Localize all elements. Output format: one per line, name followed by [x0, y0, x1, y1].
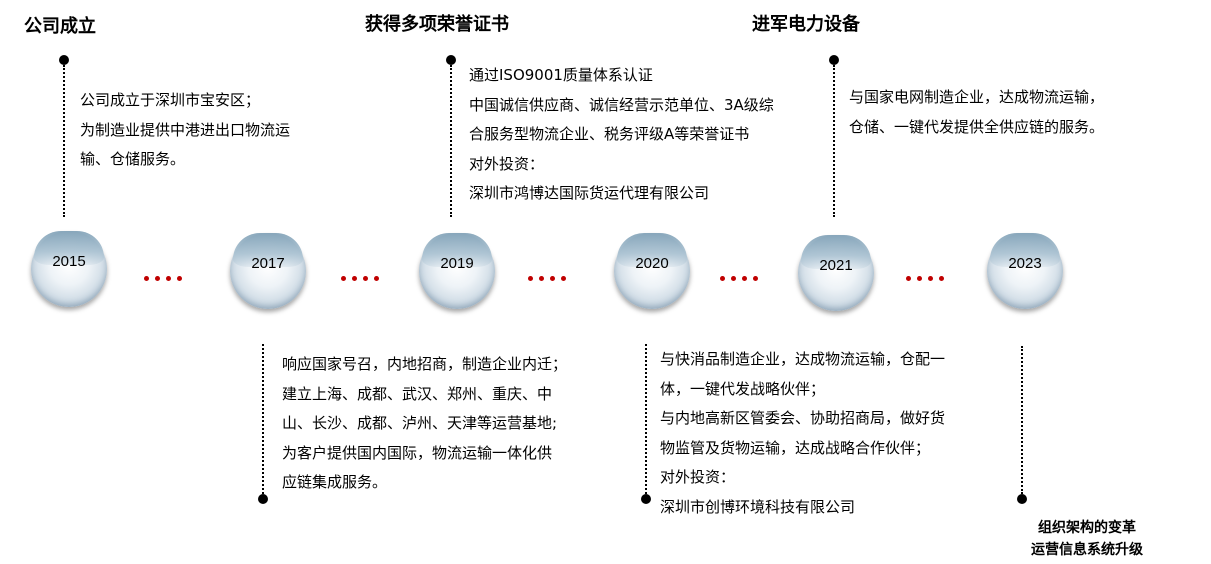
text-line: 输、仓储服务。 — [80, 150, 186, 168]
timeline-dots — [341, 276, 379, 281]
text-line: 对外投资： — [469, 154, 545, 173]
text-line: 体，一键代发战略伙伴； — [660, 379, 826, 398]
text-line: 仓储、一键代发提供全供应链的服务。 — [849, 117, 1105, 136]
connector-dot-2015 — [59, 55, 69, 65]
connector-line-2019 — [450, 65, 452, 217]
year-node-2015: 2015 — [31, 231, 107, 307]
timeline-dots — [906, 276, 944, 281]
text-line: 对外投资： — [660, 468, 736, 486]
year-node-2017: 2017 — [230, 233, 306, 309]
connector-dot-2019 — [446, 55, 456, 65]
year-node-cap — [801, 235, 871, 269]
year-label: 2019 — [440, 255, 474, 272]
text-line: 与内地高新区管委会、协助招商局，做好货 — [660, 409, 946, 427]
text-line: 公司成立于深圳市宝安区； — [80, 91, 261, 109]
milestone-2023-title: 组织架构的变革 运营信息系统升级 — [1012, 517, 1162, 561]
year-node-cap — [34, 231, 104, 265]
text-line: 为客户提供国内国际，物流运输一体化供 — [282, 443, 553, 462]
year-node-cap — [617, 233, 687, 267]
text-line: 中国诚信供应商、诚信经营示范单位、3A级综 — [469, 95, 774, 114]
timeline-dots — [144, 276, 182, 281]
text-line: 通过ISO9001质量体系认证 — [469, 66, 653, 84]
connector-line-2015 — [63, 65, 65, 217]
connector-line-2020 — [645, 344, 647, 494]
text-line: 物监管及货物运输，达成战略合作伙伴； — [660, 438, 931, 457]
text-line: 与国家电网制造企业，达成物流运输， — [849, 88, 1105, 106]
milestone-2015-title: 公司成立 — [24, 16, 96, 37]
connector-line-2023 — [1021, 346, 1023, 494]
connector-dot-2021 — [829, 55, 839, 65]
year-node-cap — [233, 233, 303, 267]
text-line: 应链集成服务。 — [282, 473, 388, 491]
year-label: 2020 — [635, 255, 669, 272]
text-line: 响应国家号召，内地招商，制造企业内迁； — [282, 355, 568, 373]
year-node-2020: 2020 — [614, 233, 690, 309]
text-line: 深圳市鸿博达国际货运代理有限公司 — [469, 184, 710, 202]
milestone-2019-text: 通过ISO9001质量体系认证 中国诚信供应商、诚信经营示范单位、3A级综 合服… — [469, 61, 774, 209]
text-line: 山、长沙、成都、泸州、天津等运营基地; — [282, 414, 558, 432]
milestone-2015-text: 公司成立于深圳市宝安区； 为制造业提供中港进出口物流运 输、仓储服务。 — [80, 86, 290, 175]
year-node-cap — [422, 233, 492, 267]
year-node-2023: 2023 — [987, 233, 1063, 309]
milestone-2021-title: 进军电力设备 — [752, 14, 860, 35]
milestone-2017-text: 响应国家号召，内地招商，制造企业内迁； 建立上海、成都、武汉、郑州、重庆、中 山… — [282, 350, 567, 498]
timeline-dots — [528, 276, 566, 281]
milestone-2019-title: 获得多项荣誉证书 — [365, 14, 509, 35]
connector-line-2021 — [833, 65, 835, 217]
year-node-2019: 2019 — [419, 233, 495, 309]
milestone-2021-text: 与国家电网制造企业，达成物流运输， 仓储、一键代发提供全供应链的服务。 — [849, 83, 1104, 142]
text-line: 建立上海、成都、武汉、郑州、重庆、中 — [282, 384, 553, 403]
year-label: 2015 — [52, 253, 86, 270]
year-label: 2017 — [251, 255, 285, 272]
year-node-2021: 2021 — [798, 235, 874, 311]
year-label: 2021 — [819, 257, 853, 274]
milestone-2020-text: 与快消品制造企业，达成物流运输，仓配一 体，一键代发战略伙伴； 与内地高新区管委… — [660, 345, 945, 522]
connector-dot-2017 — [258, 494, 268, 504]
timeline-dots — [720, 276, 758, 281]
year-label: 2023 — [1008, 255, 1042, 272]
year-node-cap — [990, 233, 1060, 267]
milestone-2023-title-line: 组织架构的变革 — [1038, 520, 1136, 536]
milestone-2023-title-line: 运营信息系统升级 — [1031, 542, 1143, 558]
connector-line-2017 — [262, 344, 264, 494]
text-line: 为制造业提供中港进出口物流运 — [80, 120, 291, 139]
text-line: 合服务型物流企业、税务评级A等荣誉证书 — [469, 125, 750, 143]
text-line: 与快消品制造企业，达成物流运输，仓配一 — [660, 350, 946, 368]
text-line: 深圳市创博环境科技有限公司 — [660, 497, 856, 516]
connector-dot-2023 — [1017, 494, 1027, 504]
connector-dot-2020 — [641, 494, 651, 504]
